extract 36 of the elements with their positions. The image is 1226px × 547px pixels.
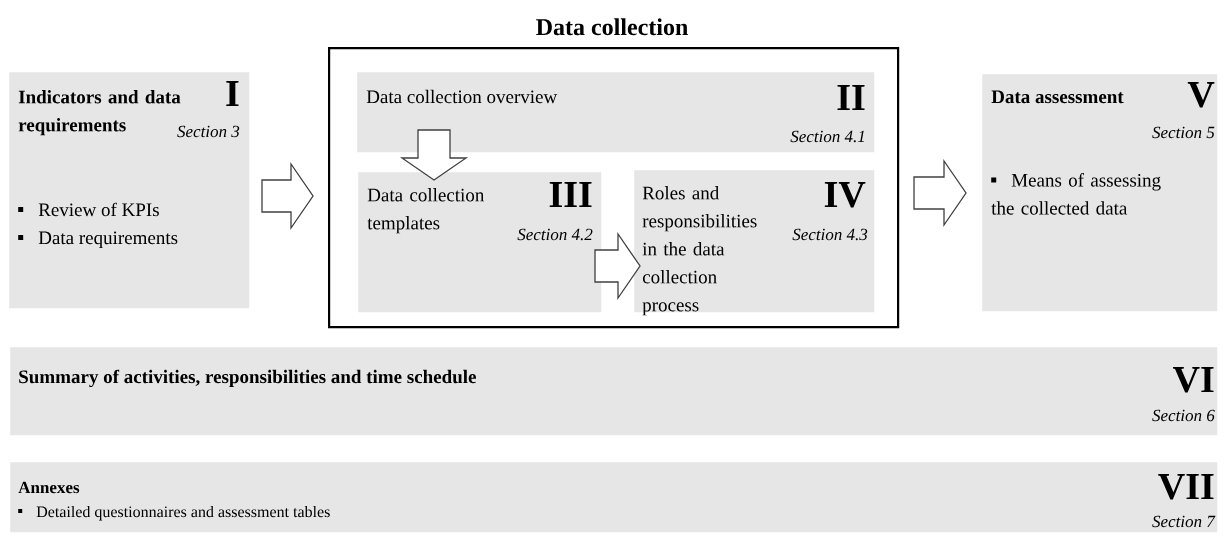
- bullet-item: Review of KPIs: [18, 202, 159, 217]
- process-box: [10, 347, 1218, 436]
- roman-numeral: VI: [1173, 367, 1214, 393]
- block-arrow: [399, 129, 469, 181]
- process-box: [634, 170, 875, 316]
- process-box: [982, 74, 1218, 312]
- section-reference: Section 4.3: [792, 228, 868, 241]
- heading: Data collection overview: [366, 89, 558, 104]
- roman-numeral: III: [549, 182, 592, 207]
- heading: Roles and responsibilities in the data collection process: [642, 186, 757, 316]
- block-arrow: [594, 231, 641, 301]
- bullet-item: Means of assessing the collected data: [991, 173, 1161, 215]
- heading: Data collection templates: [367, 188, 485, 234]
- section-reference: Section 4.2: [517, 228, 593, 241]
- block-arrow: [261, 161, 314, 231]
- heading: Annexes: [18, 481, 80, 494]
- bullet-item: Data requirements: [18, 231, 178, 249]
- roman-numeral: I: [226, 81, 239, 106]
- roman-numeral: VII: [1158, 474, 1214, 500]
- section-reference: Section 5: [1152, 126, 1215, 139]
- bullet-item: Detailed questionnaires and assessment tables: [18, 505, 330, 521]
- process-box: [358, 172, 602, 313]
- section-reference: Section 6: [1152, 409, 1215, 422]
- group-frame: [328, 18, 900, 329]
- section-reference: Section 7: [1152, 515, 1216, 528]
- process-box: [357, 72, 875, 153]
- roman-numeral: V: [1187, 82, 1215, 108]
- process-box: [9, 72, 250, 309]
- section-reference: Section 4.1: [790, 130, 864, 143]
- roman-numeral: II: [837, 85, 865, 110]
- process-box: [10, 462, 1218, 533]
- heading: Data assessment: [991, 90, 1124, 104]
- block-arrow: [913, 158, 967, 228]
- roman-numeral: IV: [824, 182, 866, 208]
- heading: Data collection: [536, 18, 688, 36]
- heading: Summary of activities, responsibilities and time schedule: [19, 369, 476, 388]
